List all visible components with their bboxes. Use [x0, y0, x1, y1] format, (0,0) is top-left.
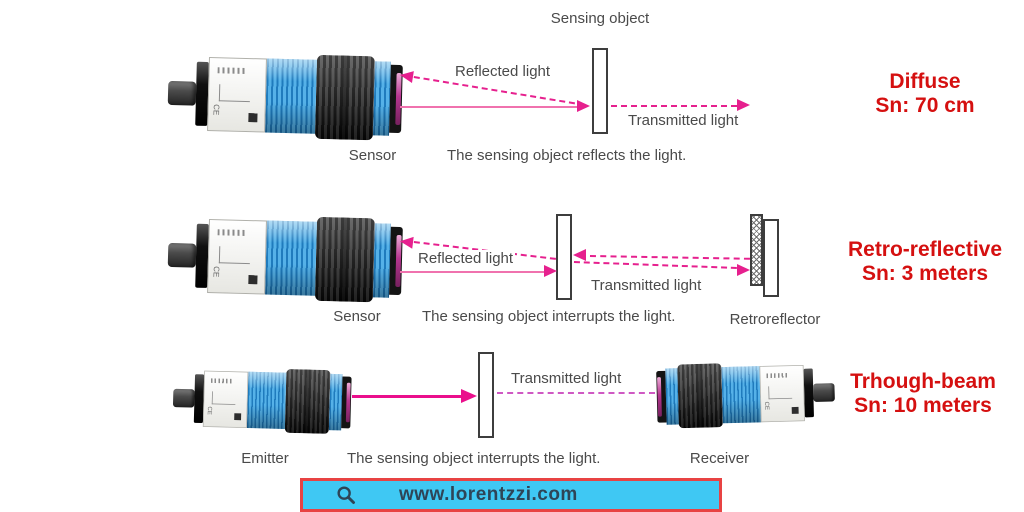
ce-mark: CE — [211, 266, 221, 278]
arrowhead-icon — [399, 235, 414, 249]
label-markings — [217, 229, 246, 236]
website-banner[interactable]: www.lorentzzi.com — [300, 478, 722, 512]
ce-mark: CE — [763, 401, 771, 411]
arrowhead-icon — [544, 265, 557, 277]
label-markings — [234, 413, 242, 421]
label-markings — [248, 113, 258, 123]
label-markings — [766, 372, 788, 379]
label-markings — [217, 67, 246, 74]
arrowhead-icon — [577, 100, 590, 112]
emitter-label: Emitter — [241, 450, 289, 467]
diffuse-sensor-device: CE — [167, 51, 403, 141]
connector-plug — [167, 242, 197, 268]
retroreflector-face — [750, 214, 763, 286]
sensing-range: Sn: 10 meters — [854, 394, 992, 417]
threaded-body — [265, 220, 317, 296]
sensing-range: Sn: 70 cm — [875, 94, 975, 117]
label-markings — [768, 385, 793, 400]
type-name: Trhough-beam — [850, 370, 996, 393]
threaded-body — [721, 366, 761, 424]
label-markings — [791, 406, 799, 414]
transmitted-light-label: Transmitted light — [511, 370, 622, 387]
device-label: Sensor — [333, 308, 381, 325]
section-caption: The sensing object interrupts the light. — [347, 450, 601, 467]
return-beam-line — [589, 255, 750, 260]
emitted-beam-line — [352, 395, 464, 398]
reflected-light-label: Reflected light — [416, 250, 516, 267]
transmitted-beam-line — [497, 392, 655, 394]
lens — [657, 377, 662, 417]
type-name: Retro-reflective — [847, 238, 1003, 261]
website-url[interactable]: www.lorentzzi.com — [399, 484, 578, 505]
sensor-face — [341, 376, 352, 429]
sensing-object-label: Sensing object — [550, 10, 650, 27]
arrowhead-icon — [399, 69, 414, 83]
arrowhead-icon — [461, 389, 477, 403]
label-markings — [218, 84, 251, 103]
emitted-beam-line — [400, 106, 585, 108]
mounting-nuts — [314, 54, 376, 141]
threaded-body — [373, 223, 391, 298]
arrowhead-icon — [737, 264, 750, 276]
label-band: CE — [759, 364, 805, 423]
arrowhead-icon — [737, 99, 750, 111]
retroreflector-label: Retroreflector — [729, 311, 821, 328]
sensor-type-heading: Trhough-beam Sn: 10 meters — [813, 370, 1024, 418]
transmitted-beam-line — [611, 105, 737, 107]
section-caption: The sensing object interrupts the light. — [422, 308, 676, 325]
receiver-device: CE — [656, 360, 835, 429]
ce-mark: CE — [206, 406, 214, 415]
label-markings — [211, 391, 236, 405]
threaded-body — [246, 371, 287, 429]
label-markings — [210, 378, 233, 384]
ce-mark: CE — [211, 104, 221, 116]
label-band: CE — [207, 56, 267, 133]
label-markings — [218, 246, 251, 265]
mounting-nuts — [284, 368, 331, 434]
label-markings — [248, 275, 258, 285]
sensor-face — [656, 370, 667, 423]
transmitted-light-label: Transmitted light — [628, 112, 739, 129]
retroreflector-body — [763, 219, 779, 297]
reflected-beam-line — [413, 76, 585, 106]
lens — [345, 382, 351, 423]
arrowhead-icon — [573, 249, 586, 261]
connector-plug — [167, 80, 197, 106]
sensor-type-heading: Diffuse Sn: 70 cm — [815, 70, 1024, 118]
search-icon — [335, 484, 357, 506]
receiver-label: Receiver — [689, 450, 750, 467]
connector-plug — [172, 388, 195, 408]
sensing-object — [592, 48, 608, 134]
threaded-body — [265, 58, 317, 134]
retro-reflective-sensor-device: CE — [167, 213, 403, 303]
sensor-type-heading: Retro-reflective Sn: 3 meters — [815, 238, 1024, 286]
emitter-device: CE — [172, 366, 352, 434]
reflected-light-label: Reflected light — [455, 63, 551, 80]
section-caption: The sensing object reflects the light. — [447, 147, 687, 164]
label-band: CE — [202, 370, 249, 428]
transmitted-light-label: Transmitted light — [589, 277, 704, 294]
mounting-nuts — [677, 363, 724, 429]
emitted-beam-line — [400, 271, 545, 273]
threaded-body — [373, 61, 391, 136]
transmitted-beam-line — [573, 261, 737, 269]
mounting-nuts — [314, 216, 376, 303]
sensing-object — [478, 352, 494, 438]
sensing-object — [556, 214, 572, 300]
sensing-range: Sn: 3 meters — [861, 262, 989, 285]
label-band: CE — [207, 218, 267, 295]
type-name: Diffuse — [889, 70, 961, 93]
device-label: Sensor — [348, 147, 397, 164]
